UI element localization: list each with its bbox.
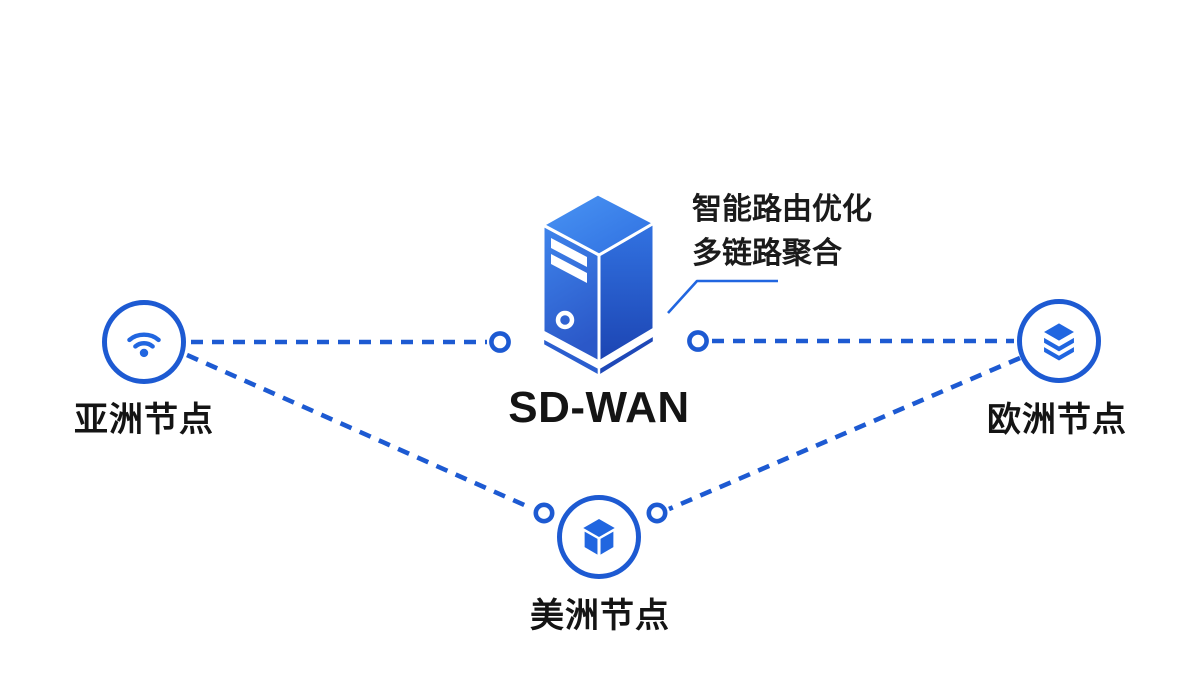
- link-endpoint-ring: [687, 330, 709, 352]
- link-endpoint-ring: [646, 502, 668, 524]
- link-endpoint-ring: [533, 502, 555, 524]
- server-icon: [541, 192, 656, 378]
- link-europe-to-americas: [668, 355, 1021, 512]
- wifi-icon: [127, 332, 161, 358]
- link-asia-to-americas: [186, 352, 532, 511]
- center-title: SD-WAN: [508, 383, 690, 432]
- node-europe-label: 欧洲节点: [987, 401, 1127, 439]
- node-americas: [557, 495, 641, 579]
- node-asia: [102, 300, 186, 384]
- server-slot: [551, 254, 587, 283]
- sd-wan-server: [538, 192, 660, 380]
- server-slot: [551, 238, 587, 267]
- node-americas-label: 美洲节点: [530, 597, 670, 635]
- cube-icon: [583, 518, 615, 555]
- layers-icon: [1044, 323, 1074, 361]
- annotation-callout-line: [667, 279, 778, 314]
- node-europe: [1017, 299, 1101, 383]
- server-power-ring: [555, 310, 575, 330]
- node-asia-label: 亚洲节点: [74, 401, 214, 439]
- link-endpoint-ring: [489, 331, 511, 353]
- annotation-line-1: 智能路由优化: [692, 193, 872, 226]
- annotation-line-2: 多链路聚合: [692, 237, 842, 270]
- annotation-text: 智能路由优化 多链路聚合: [692, 188, 872, 276]
